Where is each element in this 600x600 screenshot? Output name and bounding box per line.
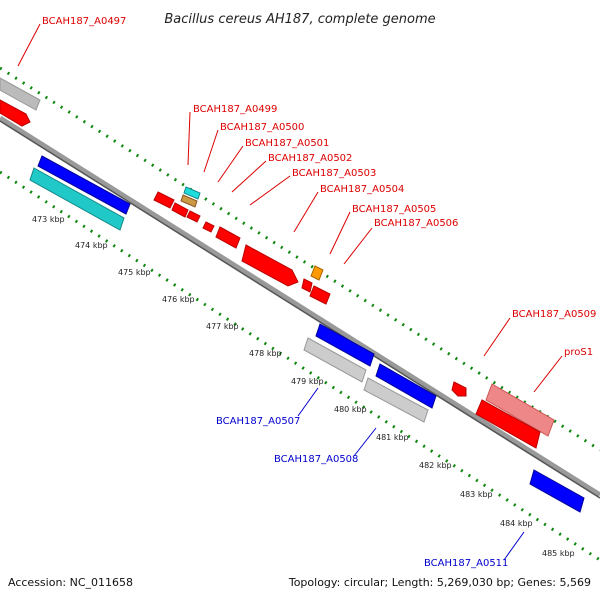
map-title: Bacillus cereus AH187, complete genome (164, 12, 435, 27)
gene-a0502[interactable] (171, 202, 189, 218)
label-a0505[interactable]: BCAH187_A0505 (352, 204, 436, 215)
label-a0506[interactable]: BCAH187_A0506 (374, 218, 458, 229)
leader-a0501 (217, 145, 244, 183)
accession-text: Accession: NC_011658 (8, 576, 133, 589)
gene-small-b[interactable] (309, 285, 331, 305)
label-pros1[interactable]: proS1 (564, 347, 593, 358)
tick-label: 473 kbp (32, 215, 65, 224)
tick-label: 477 kbp (206, 322, 239, 331)
gene-a0501[interactable] (153, 191, 175, 209)
outer-ring-dots (0, 66, 600, 452)
leader-pros1 (533, 355, 563, 393)
leader-a0504 (293, 191, 319, 233)
inner-ring-dots (0, 170, 600, 562)
tick-label: 479 kbp (291, 377, 324, 386)
tick-label: 483 kbp (460, 490, 493, 499)
gene-a0503[interactable] (186, 210, 201, 223)
gene-a0500[interactable] (180, 194, 198, 208)
leader-a0508 (353, 427, 377, 457)
tick-label: 484 kbp (500, 519, 533, 528)
gene-a0511[interactable] (529, 469, 585, 513)
tick-label: 482 kbp (419, 461, 452, 470)
gene-small-a[interactable] (301, 278, 313, 293)
tick-label: 476 kbp (162, 295, 195, 304)
label-a0500[interactable]: BCAH187_A0500 (220, 122, 304, 133)
genome-backbone (0, 115, 600, 498)
leader-a0506 (343, 227, 373, 265)
leader-a0499 (187, 111, 191, 166)
gene-pros1[interactable] (475, 399, 541, 449)
leader-a0511 (503, 531, 525, 561)
label-a0502[interactable]: BCAH187_A0502 (268, 153, 352, 164)
leader-a0503 (249, 175, 291, 206)
label-a0508[interactable]: BCAH187_A0508 (274, 454, 358, 465)
tick-label: 478 kbp (249, 349, 282, 358)
label-leaders (17, 23, 563, 561)
gene-cyan-left[interactable] (29, 167, 125, 231)
label-a0499[interactable]: BCAH187_A0499 (193, 104, 277, 115)
kbp-ticks: 473 kbp 474 kbp 475 kbp 476 kbp 477 kbp … (32, 215, 575, 558)
gene-blue-479[interactable] (315, 323, 375, 367)
gene-features-forward (0, 77, 555, 449)
tick-label: 481 kbp (376, 433, 409, 442)
gene-blue-481[interactable] (375, 363, 437, 409)
tick-label: 480 kbp (334, 405, 367, 414)
gene-a0499[interactable] (183, 186, 201, 200)
gene-a0497-gray[interactable] (0, 77, 41, 111)
genome-backbone-shadow (0, 120, 600, 499)
leader-a0502 (231, 160, 267, 193)
gene-a0505[interactable] (215, 226, 241, 249)
label-a0497[interactable]: BCAH187_A0497 (42, 16, 126, 27)
tick-label: 485 kbp (542, 549, 575, 558)
leader-a0500 (203, 129, 219, 173)
gene-a0507[interactable] (303, 337, 367, 383)
gene-blue-left[interactable] (37, 155, 131, 215)
leader-a0507 (297, 387, 319, 417)
label-a0501[interactable]: BCAH187_A0501 (245, 138, 329, 149)
gene-a0508[interactable] (363, 377, 429, 423)
leader-a0505 (329, 211, 351, 255)
genome-summary-text: Topology: circular; Length: 5,269,030 bp… (288, 576, 591, 589)
label-a0504[interactable]: BCAH187_A0504 (320, 184, 404, 195)
label-a0503[interactable]: BCAH187_A0503 (292, 168, 376, 179)
gene-a0497-red[interactable] (0, 99, 31, 127)
tick-label: 474 kbp (75, 241, 108, 250)
gene-a0509[interactable] (485, 383, 555, 437)
gene-a0506[interactable] (241, 244, 299, 287)
gene-small-c[interactable] (451, 381, 467, 397)
gene-labels: BCAH187_A0497 BCAH187_A0499 BCAH187_A050… (42, 16, 596, 569)
gene-features-reverse (29, 155, 585, 513)
gene-orange[interactable] (310, 265, 324, 281)
label-a0507[interactable]: BCAH187_A0507 (216, 416, 300, 427)
label-a0509[interactable]: BCAH187_A0509 (512, 309, 596, 320)
gene-a0504[interactable] (202, 221, 215, 233)
leader-a0497 (17, 23, 41, 67)
label-a0511[interactable]: BCAH187_A0511 (424, 558, 508, 569)
leader-a0509 (483, 317, 511, 357)
tick-label: 475 kbp (118, 268, 151, 277)
